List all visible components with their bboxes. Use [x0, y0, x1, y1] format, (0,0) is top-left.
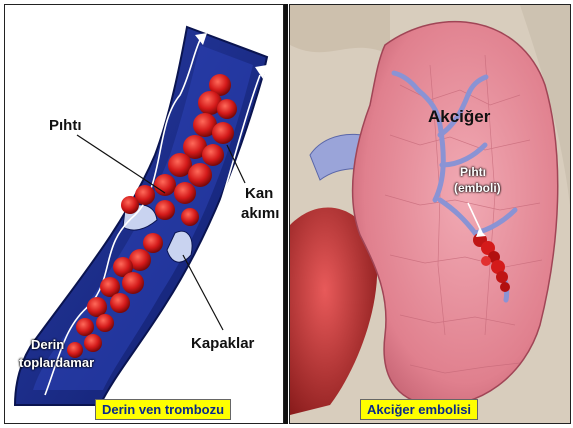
blood-flow-label-line2: akımı: [241, 205, 279, 222]
pe-panel: Akciğer Pıhtı (emboli) Akciğer embolisi: [289, 4, 571, 424]
lung-label: Akciğer: [428, 107, 490, 127]
lung-illustration: [290, 5, 570, 423]
pe-caption: Akciğer embolisi: [360, 399, 478, 420]
deep-vein-label-line1: Derin: [31, 337, 64, 352]
embolus-label-line1: Pıhtı: [460, 165, 486, 179]
deep-vein-label-line2: toplardamar: [19, 355, 94, 370]
valves-leader-line: [183, 255, 223, 330]
dvt-caption: Derin ven trombozu: [95, 399, 231, 420]
dvt-panel: Pıhtı Kan akımı Kapaklar Derin toplardam…: [4, 4, 284, 424]
embolus-label-line2: (emboli): [454, 181, 501, 195]
panel-divider: [284, 4, 288, 424]
valves-label: Kapaklar: [191, 335, 254, 352]
clot-label: Pıhtı: [49, 117, 82, 134]
blood-flow-label-line1: Kan: [245, 185, 273, 202]
